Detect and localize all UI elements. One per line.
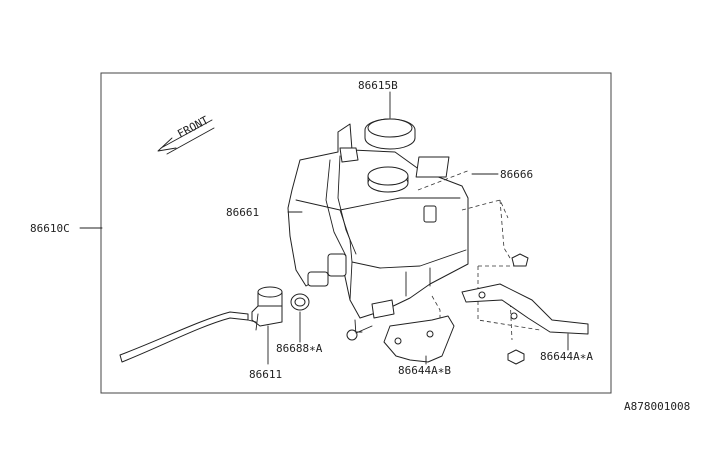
reservoir-cap (364, 118, 416, 150)
washer-hose (119, 311, 249, 363)
front-label: FRONT (175, 113, 211, 140)
label-86644ab: 86644A∗B (398, 364, 451, 377)
bolt (346, 325, 373, 341)
label-86666: 86666 (500, 168, 533, 181)
clip (511, 253, 529, 267)
label-86615b: 86615B (358, 79, 398, 92)
label-86688a: 86688∗A (276, 342, 323, 355)
assembly-guides (417, 169, 541, 341)
leader-lines (79, 91, 569, 365)
nut (507, 349, 525, 365)
figure-code: A878001008 (624, 400, 690, 413)
grommet (290, 293, 310, 311)
label-86611: 86611 (249, 368, 282, 381)
diagram-frame (100, 72, 612, 394)
front-arrow-icon (157, 119, 215, 155)
label-86644aa: 86644A∗A (540, 350, 593, 363)
bracket-b (383, 315, 455, 363)
bracket-a (461, 283, 589, 335)
label-86610c: 86610C (30, 222, 70, 235)
washer-pump (247, 286, 283, 331)
label-plate (415, 156, 450, 178)
washer-tank (287, 123, 469, 337)
label-86661: 86661 (226, 206, 259, 219)
